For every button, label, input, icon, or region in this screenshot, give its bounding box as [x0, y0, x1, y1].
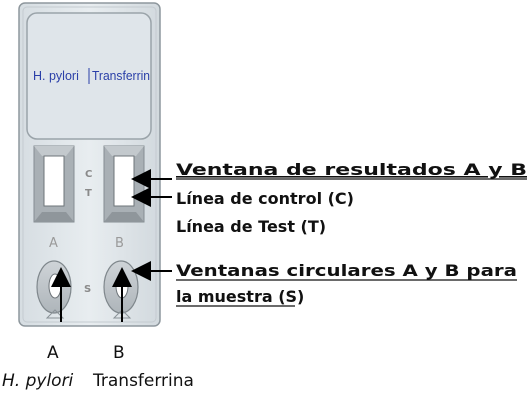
cassette-mark-t: T	[85, 188, 92, 199]
sample-wells-label-line2: la muestra (S)	[176, 287, 304, 306]
sample-wells-label-line1: Ventanas circulares A y B para	[176, 261, 517, 280]
cassette-inner-border	[22, 6, 157, 323]
test-line-label: Línea de Test (T)	[176, 217, 326, 236]
bottom-label-a: A	[47, 343, 59, 363]
bottom-label-transferrin: Transferrina	[92, 371, 194, 391]
cassette-brand-right: Transferrin	[92, 69, 150, 83]
result-windows-label: Ventana de resultados A y B	[176, 160, 527, 179]
test-cassette: H. pylori Transferrin C T A B	[18, 2, 161, 327]
result-window-b	[103, 145, 145, 223]
result-window-a	[33, 145, 75, 223]
well-a-drop-mark	[45, 309, 65, 319]
bottom-label-h-pylori: H. pylori	[2, 371, 74, 391]
cassette-letter-b: B	[115, 236, 124, 251]
sample-well-a	[36, 260, 72, 314]
control-line-label: Línea de control (C)	[176, 189, 354, 208]
cassette-brand-left: H. pylori	[33, 69, 79, 83]
cassette-letter-a: A	[49, 236, 58, 251]
bottom-label-b: B	[113, 343, 125, 363]
cassette-mark-c: C	[85, 169, 92, 180]
cassette-letter-s: S	[84, 284, 91, 295]
